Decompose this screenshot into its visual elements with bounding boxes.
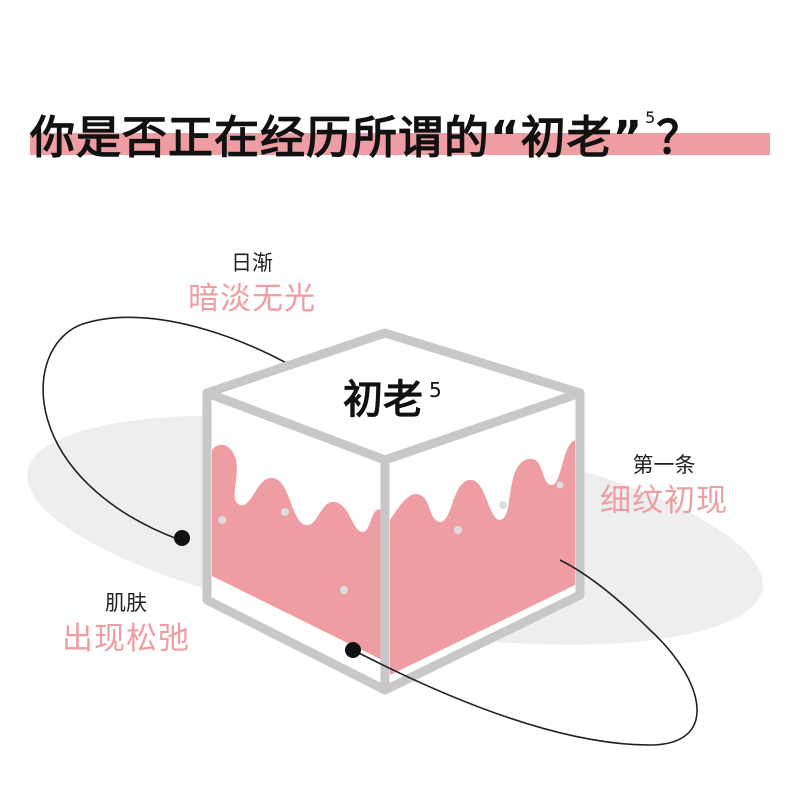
cube-left-pink-layer xyxy=(212,444,382,683)
title-text: 你是否正在经历所谓的“初老” xyxy=(30,111,644,164)
callout-heading: 细纹初现 xyxy=(600,483,728,519)
callout-heading: 出现松弛 xyxy=(62,621,190,657)
callout-subtitle: 第一条 xyxy=(632,453,696,477)
title-question-mark: ？ xyxy=(656,111,703,164)
orbit-ring-front xyxy=(352,559,698,746)
bubble xyxy=(556,481,564,489)
callout-subtitle: 肌肤 xyxy=(105,591,147,615)
bubble xyxy=(499,501,507,509)
bubble xyxy=(281,508,289,516)
cube-label-text: 初老 xyxy=(343,377,423,423)
title-block: 你是否正在经历所谓的“初老”5？ xyxy=(30,80,770,164)
callout-fine-lines: 第一条 细纹初现 xyxy=(600,450,728,522)
page-title: 你是否正在经历所谓的“初老”5？ xyxy=(30,88,702,168)
orbit-marker-bottom xyxy=(345,642,361,658)
orbit-marker-left xyxy=(174,530,190,546)
bubble xyxy=(340,586,348,594)
title-highlight-bar xyxy=(30,133,770,155)
bubble xyxy=(454,526,462,534)
cube-left-base-band xyxy=(212,576,382,683)
bubble xyxy=(218,516,226,524)
orbit-ring-back xyxy=(42,316,331,541)
cube-label-footnote: 5 xyxy=(429,378,442,402)
cube-right-pink-layer xyxy=(390,440,575,675)
callout-subtitle: 日渐 xyxy=(231,251,273,275)
callout-dull-skin: 日渐 暗淡无光 xyxy=(188,248,316,320)
callout-heading: 暗淡无光 xyxy=(188,281,316,317)
title-footnote-mark: 5 xyxy=(645,108,657,127)
callout-sagging-skin: 肌肤 出现松弛 xyxy=(62,588,190,660)
